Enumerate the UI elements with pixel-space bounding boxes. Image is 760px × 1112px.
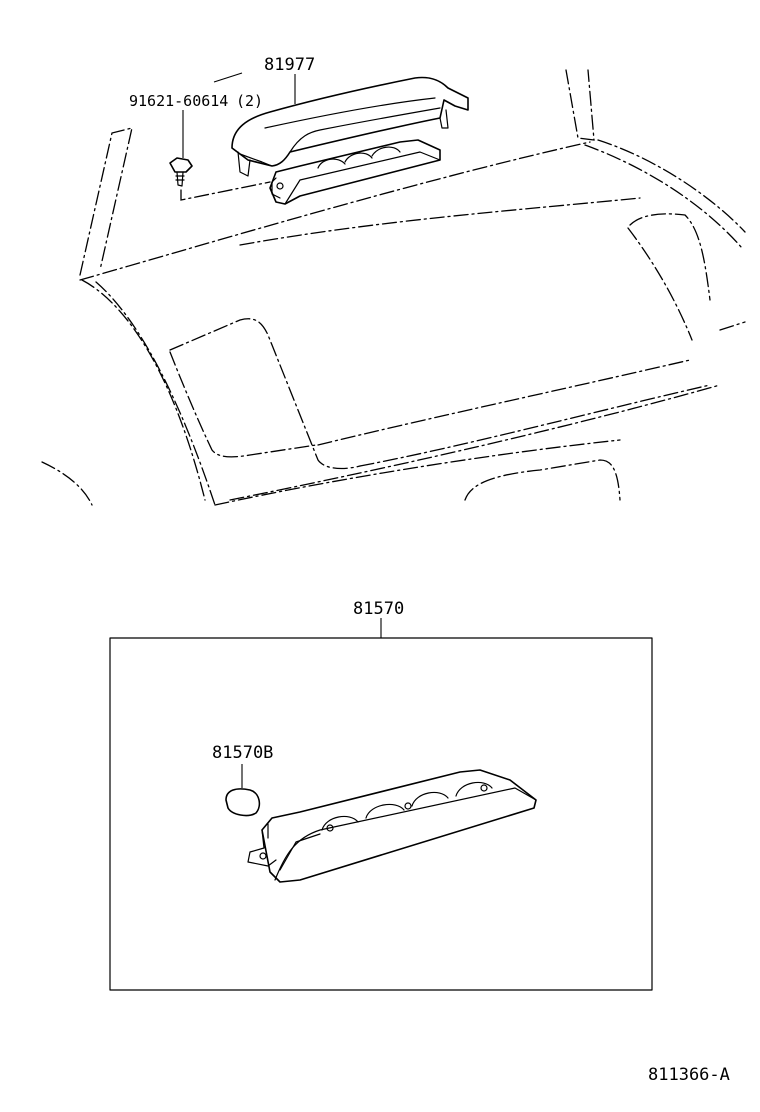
vehicle-body-outline xyxy=(41,69,746,506)
callout-81570B: 81570B xyxy=(212,743,273,763)
callout-screw-qty: (2) xyxy=(236,92,263,110)
cover-part-81977 xyxy=(231,76,469,177)
callout-screw: 91621-60614 xyxy=(129,92,228,110)
callout-81977: 81977 xyxy=(264,55,315,75)
screw-to-lamp-line xyxy=(180,181,271,201)
callout-81570: 81570 xyxy=(353,599,404,619)
screw-icon xyxy=(169,157,193,187)
leader-tick xyxy=(213,72,243,83)
lamp-installed xyxy=(269,139,441,205)
bulb-81570B xyxy=(225,788,261,817)
lamp-assembly-81570 xyxy=(247,769,537,883)
figure-id: 811366-A xyxy=(648,1065,730,1085)
